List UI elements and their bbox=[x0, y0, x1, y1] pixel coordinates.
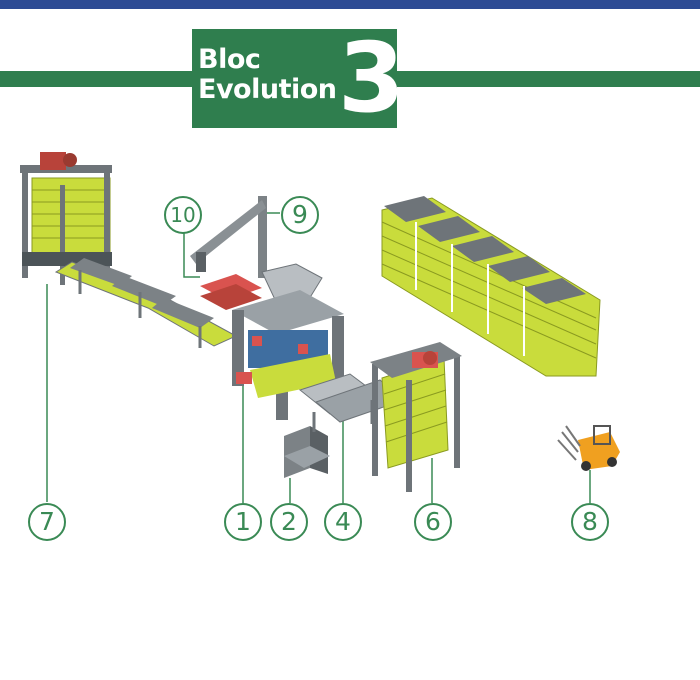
curing-racks bbox=[381, 196, 601, 377]
callout-2: 2 bbox=[270, 503, 308, 541]
callout-10: 10 bbox=[164, 196, 202, 234]
callout-1: 1 bbox=[224, 503, 262, 541]
callout-4: 4 bbox=[324, 503, 362, 541]
conveyor-left bbox=[54, 258, 238, 348]
header-band-left bbox=[0, 71, 194, 87]
block-machine bbox=[232, 290, 344, 420]
title-number: 3 bbox=[338, 22, 405, 134]
stacker-left bbox=[20, 152, 112, 285]
callout-6: 6 bbox=[414, 503, 452, 541]
top-strip bbox=[0, 0, 700, 9]
title-box bbox=[192, 29, 397, 128]
pallet-stack bbox=[200, 274, 262, 310]
header-band-right bbox=[396, 71, 700, 87]
robot-arm bbox=[190, 196, 267, 278]
callout-7: 8 bbox=[571, 503, 609, 541]
stacker-right bbox=[370, 342, 462, 492]
forklift bbox=[557, 425, 620, 471]
title-line1: Bloc bbox=[198, 44, 261, 75]
callout-9: 9 bbox=[281, 196, 319, 234]
callout-8: 7 bbox=[28, 503, 66, 541]
title-line2: Evolution bbox=[198, 74, 337, 105]
control-cabinet bbox=[284, 426, 330, 478]
leader-line-10 bbox=[183, 230, 200, 278]
